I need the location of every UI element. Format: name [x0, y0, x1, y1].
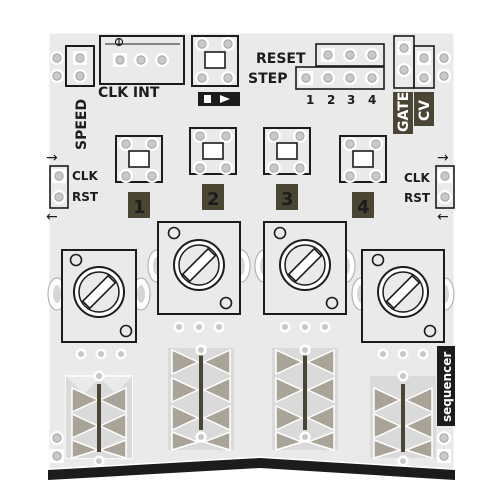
touch-pad-1: [65, 370, 133, 467]
sequencer-label-box: sequencer: [437, 346, 455, 426]
left-rst-arrow: ←: [46, 209, 58, 225]
step-number-4: 4: [368, 93, 376, 107]
clk-int-connector: [99, 35, 185, 85]
channel-number-3: 3: [281, 189, 294, 210]
cv-label-box: CV: [414, 92, 434, 126]
touch-pad-2: [168, 344, 234, 452]
speed-label: SPEED: [74, 99, 90, 150]
left-clk-arrow: →: [46, 150, 58, 166]
channel-number-2: 2: [207, 189, 220, 210]
right-clk-arrow: →: [437, 150, 449, 166]
ic-footprint-3: [263, 127, 311, 176]
ic-footprint-4: [339, 135, 387, 184]
via-row-3: [279, 321, 331, 333]
touch-pad-4: [370, 370, 436, 467]
gate-cv-header: [393, 35, 452, 89]
step-label: STEP: [248, 71, 287, 87]
channel-number-1: 1: [133, 197, 146, 218]
left-clk-label: CLK: [72, 169, 98, 183]
right-clk-label: CLK: [404, 171, 430, 185]
gate-label: GATE: [396, 92, 412, 132]
reset-label: RESET: [256, 51, 306, 67]
step-number-1: 1: [306, 93, 314, 107]
potentiometer-2: [147, 221, 251, 315]
clk-int-label: CLK INT: [98, 85, 160, 101]
potentiometer-4: [351, 249, 455, 343]
cv-label: CV: [417, 100, 433, 121]
channel-badge-2: 2: [202, 184, 224, 210]
touch-pad-3: [272, 344, 338, 452]
ic-footprint-2: [189, 127, 237, 176]
via-row-4: [377, 348, 429, 360]
step-numbers: 1 2 3 4: [306, 93, 376, 107]
right-clk-rst-header: → ←: [435, 150, 455, 225]
channel-badge-1: 1: [128, 192, 150, 218]
board-bottom-edge: [48, 458, 455, 480]
ic-footprint-top: [191, 35, 239, 87]
step-number-2: 2: [327, 93, 335, 107]
left-rst-label: RST: [72, 190, 99, 204]
potentiometer-1: [47, 249, 151, 343]
gate-label-box: GATE: [393, 92, 413, 134]
via-row-1: [75, 348, 127, 360]
ic-footprint-1: [115, 135, 163, 184]
left-clk-rst-header: → ←: [46, 150, 69, 225]
potentiometer-3: [254, 221, 356, 315]
channel-badge-4: 4: [352, 192, 374, 218]
right-rst-arrow: ←: [437, 209, 449, 225]
channel-number-4: 4: [357, 197, 370, 218]
via-row-2: [173, 321, 225, 333]
header-top-left: [49, 45, 95, 87]
step-number-3: 3: [347, 93, 355, 107]
channel-badge-3: 3: [276, 184, 298, 210]
direction-indicator: [198, 92, 240, 106]
reset-step-header: [295, 43, 385, 90]
right-rst-label: RST: [404, 191, 431, 205]
sequencer-label: sequencer: [440, 352, 454, 422]
